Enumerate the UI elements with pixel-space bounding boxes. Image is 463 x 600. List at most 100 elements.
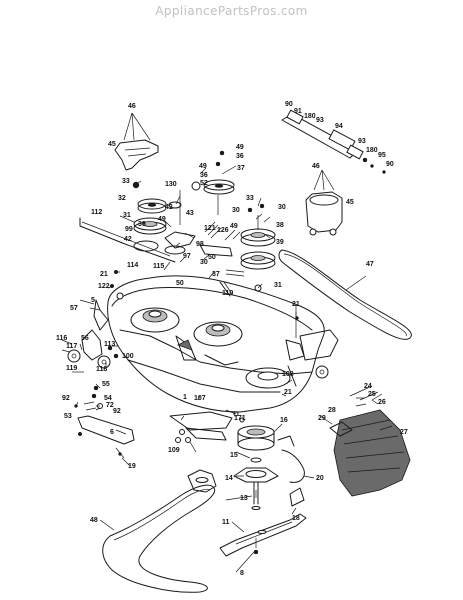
label-14: 14 bbox=[225, 475, 233, 482]
label-121: 121 bbox=[204, 225, 216, 232]
label-180: 180 bbox=[366, 147, 378, 154]
label-33: 33 bbox=[246, 195, 254, 202]
drive-belt-47 bbox=[278, 249, 412, 340]
label-52: 52 bbox=[200, 180, 208, 187]
label-8: 8 bbox=[240, 570, 244, 577]
label-55: 55 bbox=[102, 381, 110, 388]
label-28: 28 bbox=[328, 407, 336, 414]
label-30: 30 bbox=[278, 204, 286, 211]
label-39: 39 bbox=[276, 239, 284, 246]
discharge-chute bbox=[329, 385, 411, 497]
label-97: 97 bbox=[183, 253, 191, 260]
label-56: 56 bbox=[81, 335, 89, 342]
blade-belt-20 bbox=[277, 435, 305, 483]
label-21: 21 bbox=[100, 271, 108, 278]
label-48: 48 bbox=[90, 517, 98, 524]
label-33: 33 bbox=[122, 178, 130, 185]
label-45: 45 bbox=[346, 199, 354, 206]
label-171: 171 bbox=[234, 415, 246, 422]
label-13: 13 bbox=[240, 495, 248, 502]
label-53: 53 bbox=[64, 413, 72, 420]
label-26: 26 bbox=[378, 399, 386, 406]
label-25: 25 bbox=[368, 391, 376, 398]
label-37: 37 bbox=[212, 271, 220, 278]
left-pulley-cluster bbox=[132, 181, 196, 255]
label-118: 118 bbox=[96, 366, 107, 373]
engine-belt-48 bbox=[102, 469, 217, 593]
label-43: 43 bbox=[186, 210, 194, 217]
label-24: 24 bbox=[364, 383, 372, 390]
left-hangers-wheels bbox=[67, 269, 124, 373]
label-130: 130 bbox=[165, 181, 177, 188]
label-21: 21 bbox=[284, 389, 292, 396]
label-6: 6 bbox=[110, 429, 114, 436]
label-42: 42 bbox=[124, 236, 132, 243]
label-47: 47 bbox=[366, 261, 374, 268]
label-46: 46 bbox=[312, 163, 320, 170]
linkage-rod-112 bbox=[79, 217, 176, 263]
label-15: 15 bbox=[230, 452, 238, 459]
label-110: 110 bbox=[222, 290, 233, 297]
label-37: 37 bbox=[237, 165, 245, 172]
label-49: 49 bbox=[236, 144, 244, 151]
label-90: 90 bbox=[285, 101, 293, 108]
center-pulley-cluster bbox=[191, 150, 235, 215]
label-50: 50 bbox=[208, 254, 216, 261]
mower-blade bbox=[219, 487, 307, 557]
label-30: 30 bbox=[232, 207, 240, 214]
label-99: 99 bbox=[125, 226, 133, 233]
label-31: 31 bbox=[123, 212, 131, 219]
label-107: 107 bbox=[194, 395, 206, 402]
watermark: AppliancePartsPros.com bbox=[155, 4, 308, 18]
part-number-labels: 46 45 33 49 36 49 36 37 130 52 32 42 49 … bbox=[56, 101, 408, 577]
label-36: 36 bbox=[138, 221, 146, 228]
label-29: 29 bbox=[318, 415, 326, 422]
leader-lines bbox=[61, 165, 393, 573]
label-19: 19 bbox=[128, 463, 136, 470]
label-54: 54 bbox=[104, 395, 112, 402]
label-1: 1 bbox=[183, 394, 187, 401]
label-108: 108 bbox=[282, 371, 294, 378]
label-100: 100 bbox=[122, 353, 134, 360]
label-36: 36 bbox=[200, 172, 208, 179]
label-113: 113 bbox=[104, 341, 115, 348]
baffle-pieces bbox=[169, 411, 245, 443]
label-91: 91 bbox=[294, 108, 302, 115]
mower-deck-housing bbox=[107, 275, 325, 413]
label-36: 36 bbox=[236, 153, 244, 160]
label-16: 16 bbox=[280, 417, 288, 424]
label-72: 72 bbox=[106, 402, 114, 409]
right-hanger-wheel bbox=[287, 304, 339, 387]
label-119: 119 bbox=[66, 365, 77, 372]
label-116: 116 bbox=[56, 335, 67, 342]
label-11: 11 bbox=[222, 519, 230, 526]
label-38: 38 bbox=[276, 222, 284, 229]
pulley-cover-right bbox=[305, 169, 343, 236]
label-114: 114 bbox=[127, 262, 138, 269]
label-92: 92 bbox=[62, 395, 70, 402]
label-18: 18 bbox=[292, 515, 300, 522]
label-31: 31 bbox=[274, 282, 282, 289]
label-49: 49 bbox=[230, 223, 238, 230]
label-42: 42 bbox=[165, 204, 173, 211]
label-57: 57 bbox=[70, 305, 78, 312]
label-93: 93 bbox=[358, 138, 366, 145]
label-49: 49 bbox=[158, 216, 166, 223]
pulley-cover-left bbox=[114, 112, 159, 171]
label-109: 109 bbox=[168, 447, 180, 454]
label-50: 50 bbox=[176, 280, 184, 287]
label-180: 180 bbox=[304, 113, 316, 120]
label-122: 122 bbox=[98, 283, 110, 290]
label-49: 49 bbox=[199, 163, 207, 170]
label-94: 94 bbox=[335, 123, 343, 130]
label-126: 126 bbox=[217, 227, 229, 234]
label-90: 90 bbox=[386, 161, 394, 168]
label-98: 98 bbox=[196, 241, 204, 248]
label-32: 32 bbox=[118, 195, 126, 202]
roller-assembly bbox=[281, 109, 386, 174]
label-21: 21 bbox=[292, 301, 300, 308]
front-lift-link bbox=[74, 385, 135, 459]
label-115: 115 bbox=[153, 263, 164, 270]
label-46: 46 bbox=[128, 103, 136, 110]
